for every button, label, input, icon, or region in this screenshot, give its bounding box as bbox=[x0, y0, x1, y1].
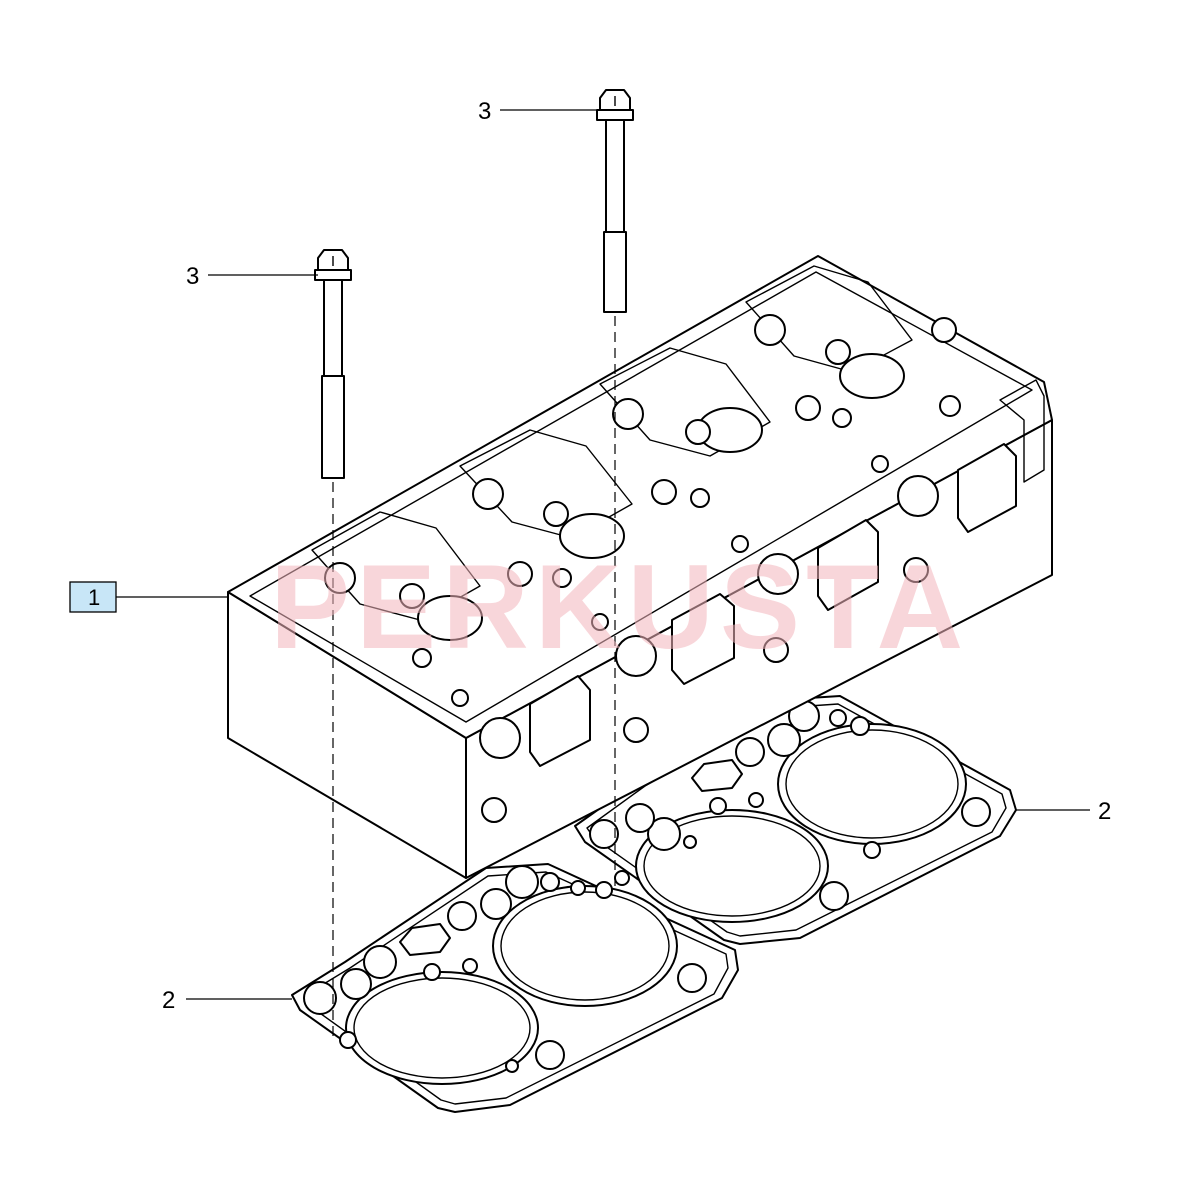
cylinder-head[interactable] bbox=[227, 255, 1053, 879]
bolt-center-lines bbox=[332, 316, 616, 1040]
watermark: PERKUSTA bbox=[270, 540, 969, 674]
head-bolt-upper[interactable] bbox=[596, 89, 634, 313]
callout-label: 3 bbox=[478, 98, 491, 125]
callout-bolt-lower[interactable]: 3 bbox=[186, 263, 318, 290]
callout-label: 2 bbox=[1098, 798, 1111, 825]
callout-cylinder-head[interactable]: 1 bbox=[69, 581, 228, 613]
head-bolt-lower[interactable] bbox=[314, 249, 352, 479]
callout-gasket-right[interactable]: 2 bbox=[1016, 798, 1111, 825]
head-gasket-left[interactable] bbox=[291, 863, 739, 1113]
callout-bolt-upper[interactable]: 3 bbox=[478, 98, 600, 125]
valve-chambers bbox=[311, 265, 961, 707]
callout-gasket-left[interactable]: 2 bbox=[162, 987, 292, 1014]
callout-label: 2 bbox=[162, 987, 175, 1014]
callout-label: 1 bbox=[88, 585, 100, 610]
front-face-ports bbox=[479, 443, 1017, 823]
callout-label: 3 bbox=[186, 263, 199, 290]
